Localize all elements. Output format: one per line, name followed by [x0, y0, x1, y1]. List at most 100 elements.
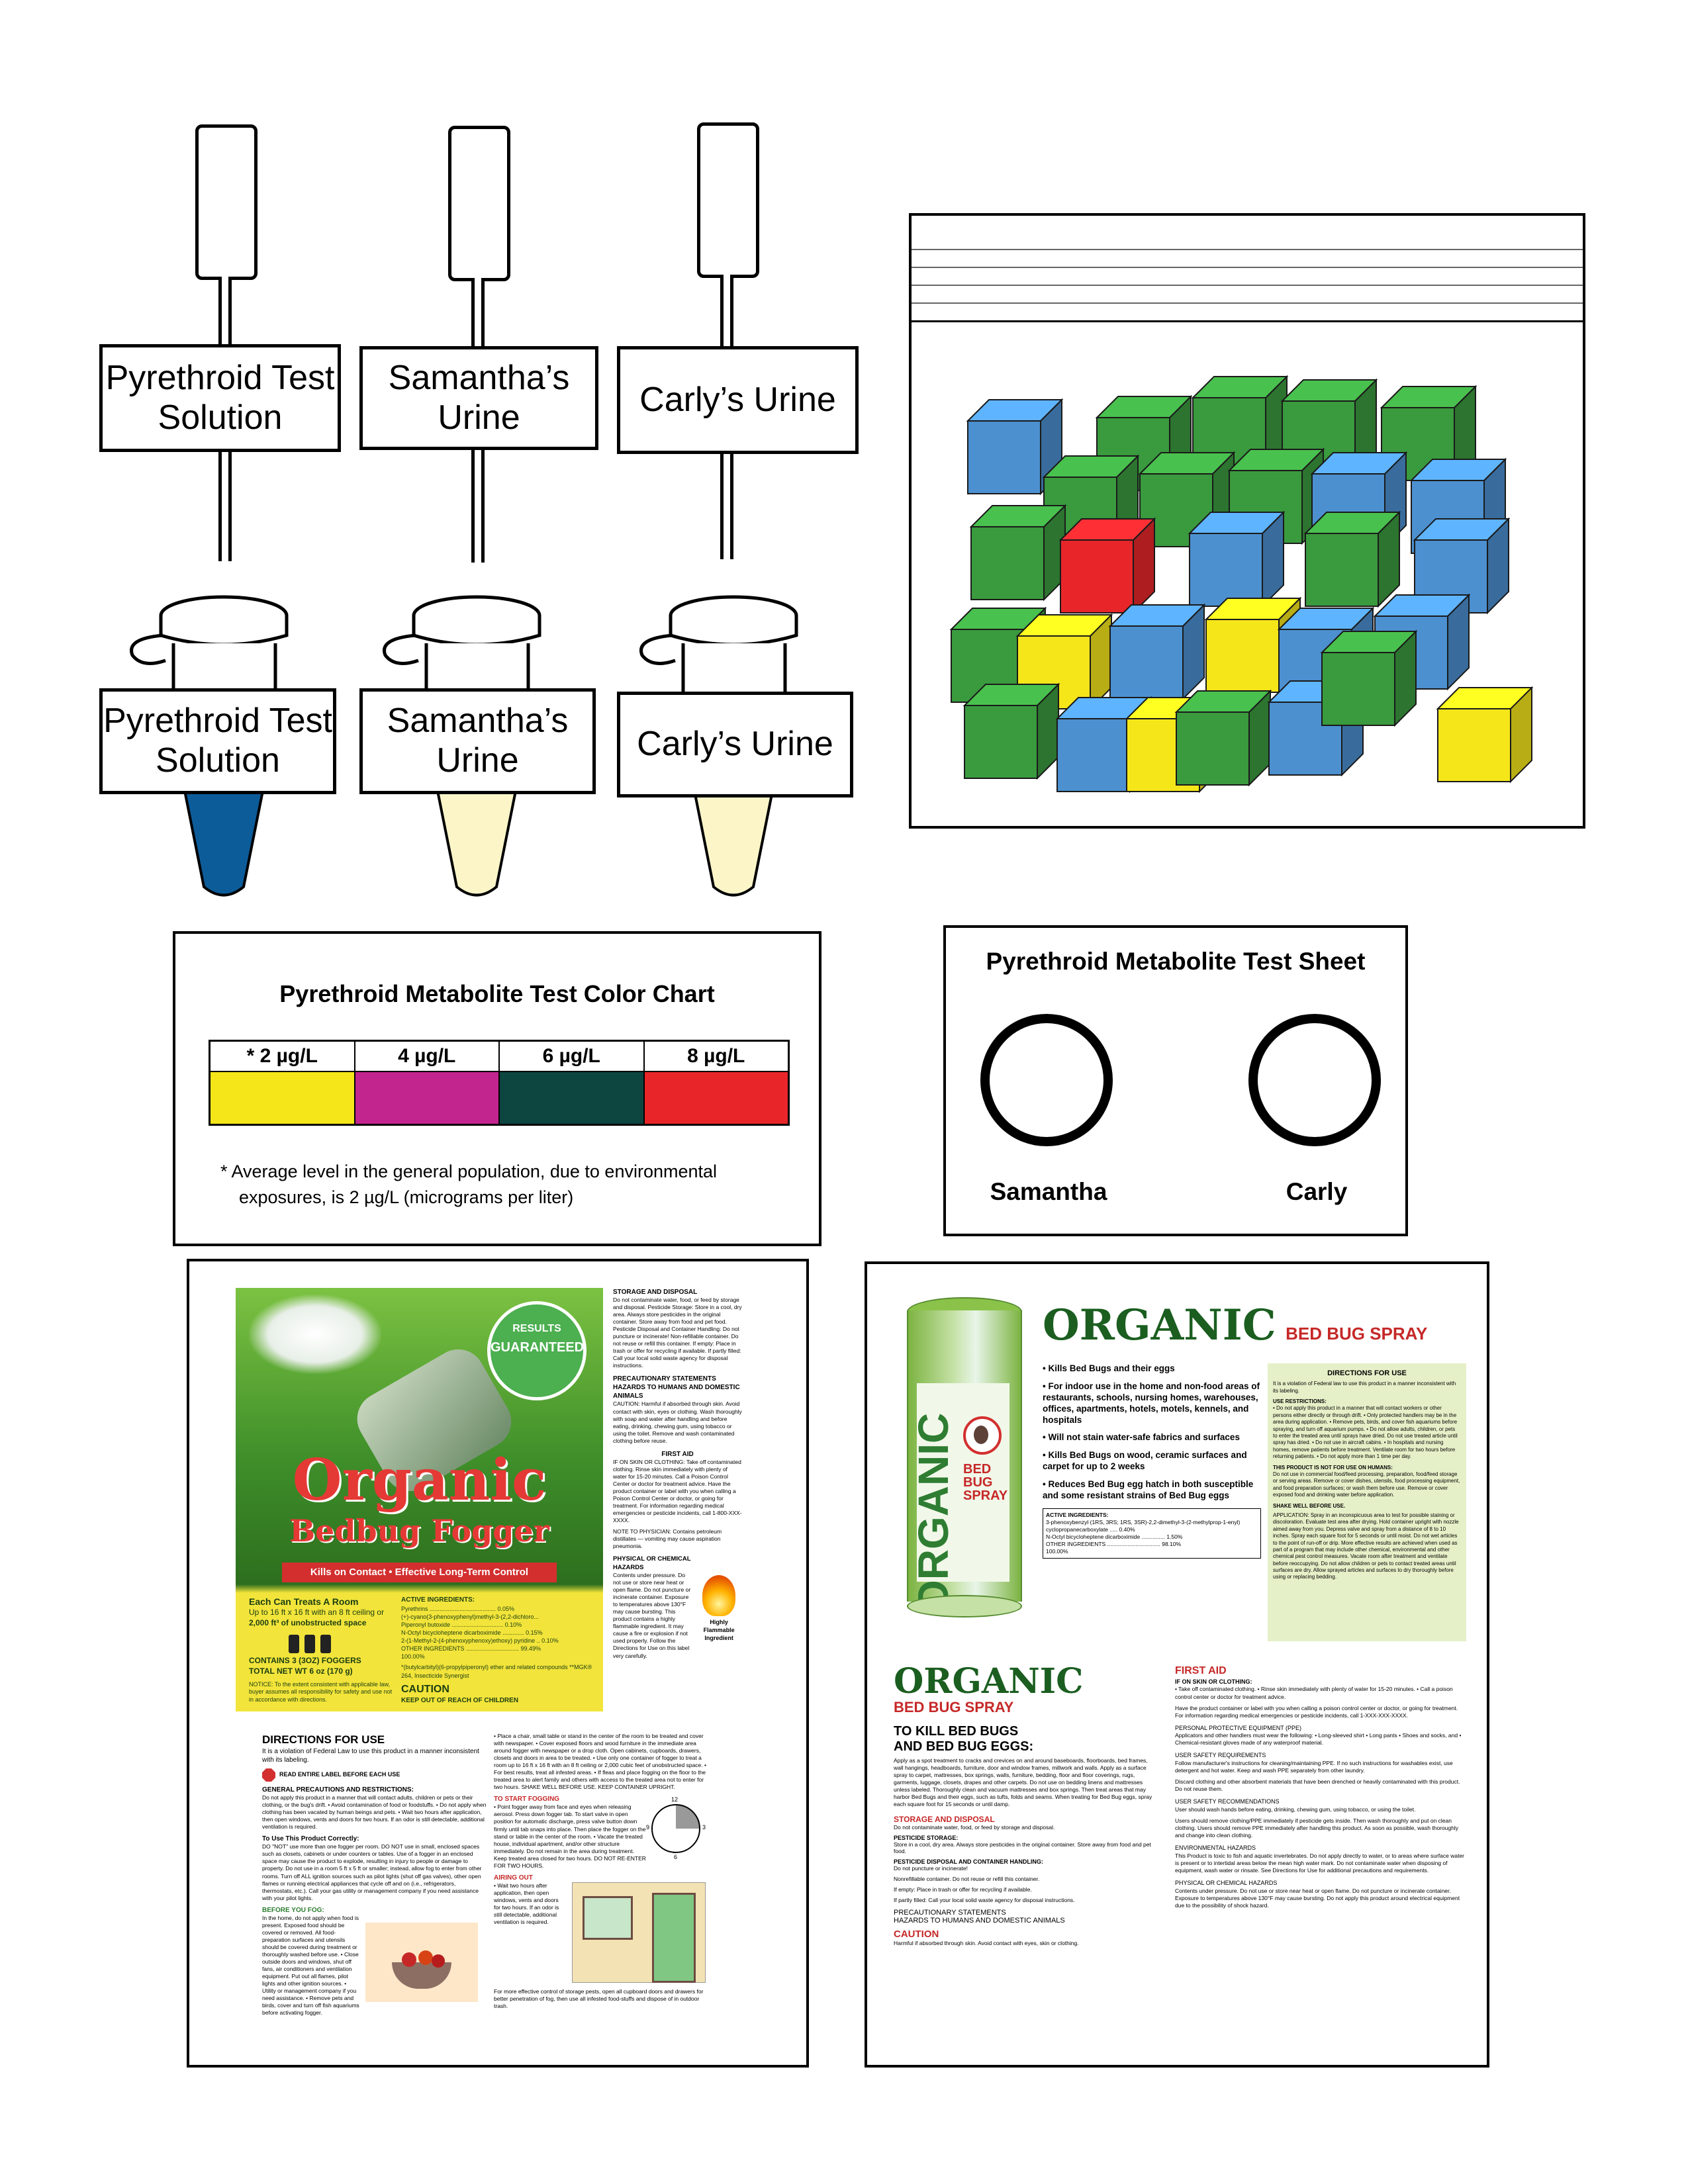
spray-dir-title: DIRECTIONS FOR USE: [1327, 1369, 1407, 1377]
treats-detail2: 2,000 ft³ of unobstructed space: [249, 1617, 367, 1627]
chart-swatch: [644, 1072, 788, 1124]
sample-name-samantha: Samantha: [990, 1178, 1107, 1205]
spray-precaution-title: PRECAUTIONARY STATEMENTS: [894, 1909, 1006, 1917]
spray-shake: SHAKE WELL BEFORE USE.: [1273, 1502, 1346, 1509]
spray-lower-right: FIRST AID IF ON SKIN OR CLOTHING: • Take…: [1175, 1664, 1466, 1909]
swab-pyrethroid: [195, 124, 258, 561]
chart-column-label: 6 µg/L: [500, 1042, 643, 1072]
bullet-item: • Kills Bed Bugs and their eggs: [1043, 1363, 1175, 1373]
spray-lower-left: ORGANIC BED BUG SPRAY TO KILL BED BUGS A…: [894, 1661, 1158, 1947]
spray-discard-text: Discard clothing and other absorbent mat…: [1175, 1778, 1460, 1793]
bug-icon: [963, 1416, 1002, 1455]
fogger-physical-text: Contents under pressure. Do not use or s…: [613, 1572, 691, 1659]
active-line: OTHER INGREDIENTS ......................…: [401, 1645, 541, 1653]
room-illustration: [572, 1882, 706, 1983]
chart-swatch: [500, 1072, 643, 1124]
fogger-brand: Organic: [292, 1447, 547, 1514]
swab-label: Carly’s Urine: [617, 346, 859, 454]
spray-caution-text: Harmful if absorbed through skin. Avoid …: [894, 1940, 1079, 1947]
toy-block: [1436, 686, 1534, 784]
test-sheet-title: Pyrethroid Metabolite Test Sheet: [986, 948, 1366, 975]
spray-bullets: • Kills Bed Bugs and their eggs • For in…: [1043, 1363, 1261, 1559]
active-line: Pyrethrins .............................…: [401, 1605, 515, 1612]
chart-column: 6 µg/L: [500, 1042, 645, 1124]
badge-main: GUARANTEED: [491, 1340, 585, 1355]
chart-column-label: 4 µg/L: [355, 1042, 498, 1072]
tubes-drawing: [130, 595, 798, 897]
howto-title: To Use This Product Correctly:: [262, 1835, 359, 1843]
can-product: BED BUG SPRAY: [963, 1462, 1008, 1503]
fogger-bottom-text: For more effective control of storage pe…: [494, 1987, 704, 2009]
fogger-physical-title: PHYSICAL OR CHEMICAL HAZARDS: [613, 1555, 691, 1571]
before-title: BEFORE YOU FOG:: [262, 1906, 324, 1914]
active-line: N-Octyl bicycloheptene dicarboximide ...…: [401, 1629, 543, 1636]
toy-block: [1015, 613, 1113, 711]
chart-column: * 2 µg/L: [211, 1042, 355, 1124]
fogger-product-name: Bedbug Fogger: [289, 1513, 549, 1549]
flame-icon: [702, 1575, 736, 1617]
spray-usr2-title: USER SAFETY RECOMMENDATIONS: [1175, 1798, 1280, 1805]
spray-nonrefill: Nonrefillable container. Do not reuse or…: [894, 1876, 1040, 1883]
spray-not-humans-text: Do not use in commercial food/feed proce…: [1273, 1471, 1460, 1498]
spray-application: APPLICATION: Spray in an inconspicuous a…: [1273, 1512, 1459, 1580]
test-sheet-panel: Pyrethroid Metabolite Test Sheet Samanth…: [943, 925, 1408, 1236]
spray-first-aid-text: • Take off contaminated clothing. • Rins…: [1175, 1686, 1453, 1700]
sample-name-carly: Carly: [1286, 1178, 1348, 1205]
timer-label: 3: [702, 1824, 706, 1831]
toy-block: [969, 504, 1067, 602]
spray-directions-box: DIRECTIONS FOR USE It is a violation of …: [1268, 1363, 1466, 1641]
spray-active-title: ACTIVE INGREDIENTS:: [1046, 1511, 1109, 1518]
spray-label-panel: ORGANIC BED BUG SPRAY ORGANIC BED BUG SP…: [865, 1261, 1489, 2068]
fogger-treats: Each Can Treats A Room Up to 16 ft x 16 …: [249, 1596, 395, 1704]
spray-if-partly: If partly filled: Call your local solid …: [894, 1897, 1075, 1904]
fogger-directions: DIRECTIONS FOR USE It is a violation of …: [262, 1733, 487, 2017]
spray-brand-lower: ORGANIC: [894, 1661, 1084, 1702]
fogger-storage-text: Do not contaminate water, food, or feed …: [613, 1297, 742, 1369]
net-wt: TOTAL NET WT 6 oz (170 g): [249, 1666, 353, 1676]
chart-column: 8 µg/L: [644, 1042, 788, 1124]
start-text: • Point fogger away from face and eyes w…: [494, 1803, 646, 1869]
tube-pyrethroid: [130, 595, 289, 897]
kill-title-2: AND BED BUG EGGS:: [894, 1739, 1034, 1754]
kill-title-1: TO KILL BED BUGS: [894, 1724, 1019, 1739]
color-chart-title: Pyrethroid Metabolite Test Color Chart: [279, 980, 715, 1007]
chart-column-label: * 2 µg/L: [211, 1042, 354, 1072]
spray-active-line: OTHER INGREDIENTS ......................…: [1046, 1540, 1182, 1547]
howto-text: DO "NOT" use more than one fogger per ro…: [262, 1843, 482, 1901]
fogger-directions-intro: It is a violation of Federal Law to use …: [262, 1748, 479, 1764]
fogger-first-aid-text: IF ON SKIN OR CLOTHING: Take off contami…: [613, 1458, 742, 1524]
spray-first-aid-skin: IF ON SKIN OR CLOTHING:: [1175, 1678, 1252, 1685]
read-label: READ ENTIRE LABEL BEFORE EACH USE: [279, 1771, 400, 1778]
fogger-storage-title: STORAGE AND DISPOSAL: [613, 1289, 698, 1296]
spray-product-lower: BED BUG SPRAY: [894, 1699, 1014, 1715]
spray-if-empty: If empty: Place in trash or offer for re…: [894, 1886, 1032, 1893]
tube-label: Samantha’s Urine: [359, 688, 596, 794]
spray-precaution-sub: HAZARDS TO HUMANS AND DOMESTIC ANIMALS: [894, 1917, 1065, 1925]
fogger-banner: Kills on Contact • Effective Long-Term C…: [282, 1563, 557, 1582]
chart-swatch: [211, 1072, 354, 1124]
spray-can: ORGANIC BED BUG SPRAY: [900, 1297, 1026, 1628]
spray-disposal-text: Do not puncture or incinerate!: [894, 1865, 968, 1872]
can-icon: [320, 1635, 331, 1654]
start-title: TO START FOGGING: [494, 1796, 560, 1803]
bullet-item: • For indoor use in the home and non-foo…: [1043, 1381, 1260, 1425]
fogger-physician: NOTE TO PHYSICIAN: Contains petroleum di…: [613, 1528, 722, 1550]
spray-ppe-title: PERSONAL PROTECTIVE EQUIPMENT (PPE): [1175, 1724, 1302, 1731]
spray-caution: CAUTION: [894, 1929, 939, 1940]
keep-out: KEEP OUT OF REACH OF CHILDREN: [401, 1697, 519, 1705]
fogger-directions-col2: • Place a chair, small table or stand in…: [494, 1733, 712, 2010]
toy-block: [1174, 689, 1272, 787]
spray-product: BED BUG SPRAY: [1286, 1324, 1428, 1343]
food-bowl-illustration: [365, 1922, 478, 2002]
spray-brand: ORGANIC: [1043, 1300, 1276, 1350]
blocks-pile: [949, 375, 1534, 794]
active-line: 100.00%: [401, 1653, 425, 1661]
spray-active-line: 100.00%: [1046, 1547, 1068, 1555]
footnote-line: * Average level in the general populatio…: [220, 1161, 718, 1181]
spray-not-humans: THIS PRODUCT IS NOT FOR USE ON HUMANS:: [1273, 1464, 1393, 1471]
can-icon: [305, 1635, 315, 1654]
spray-usr-title: USER SAFETY REQUIREMENTS: [1175, 1752, 1266, 1759]
bullet-item: • Reduces Bed Bug egg hatch in both susc…: [1043, 1479, 1254, 1500]
active-line: Piperonyl butoxide .....................…: [401, 1621, 522, 1628]
fogger-precaution-text: CAUTION: Harmful if absorbed through ski…: [613, 1400, 742, 1444]
